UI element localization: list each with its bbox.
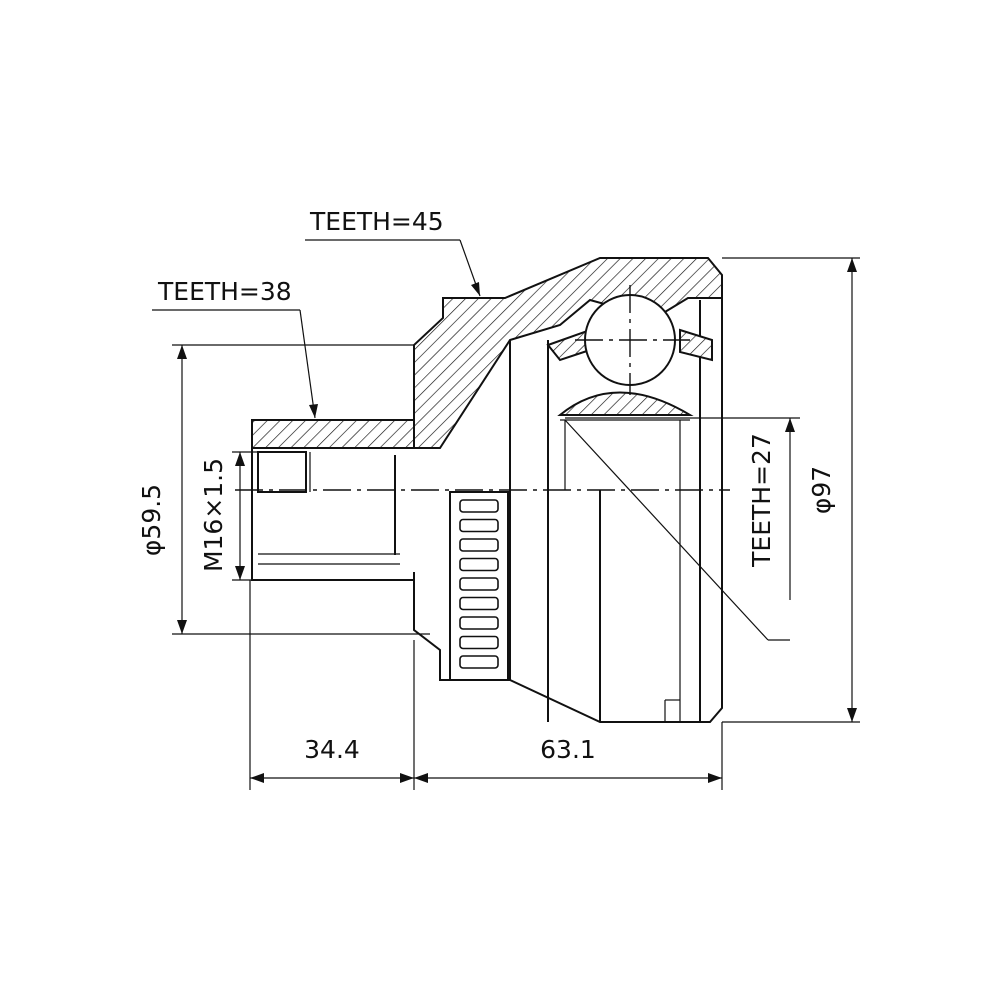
- teeth-inner-label: TEETH=27: [747, 433, 776, 568]
- dim-body-length-label: 63.1: [540, 735, 596, 764]
- abs-ring-slot: [459, 596, 499, 611]
- thread-section: [257, 451, 307, 493]
- dim-outer-diameter-label: φ97: [807, 466, 836, 514]
- cage-section: [557, 391, 694, 416]
- teeth27-leader: [564, 419, 769, 641]
- shaft-spline-section: [251, 419, 415, 449]
- dim-shaft-length-label: 34.4: [304, 735, 360, 764]
- abs-tone-ring: [449, 491, 509, 681]
- abs-ring-slot: [459, 518, 499, 533]
- abs-ring-slot: [459, 557, 499, 572]
- abs-ring-slot: [459, 616, 499, 630]
- abs-ring-slot: [459, 577, 499, 591]
- dim-shaft-diameter-label: φ59.5: [137, 484, 166, 556]
- teeth38-arrow: [309, 404, 318, 418]
- teeth27-arrow: [785, 418, 795, 432]
- abs-ring-slot: [459, 655, 499, 669]
- abs-ring-slot: [459, 635, 499, 650]
- teeth-outer-label: TEETH=45: [309, 207, 444, 236]
- thread-label: M16×1.5: [199, 458, 228, 572]
- abs-ring-slot: [459, 538, 499, 552]
- teeth45-arrow: [471, 282, 480, 296]
- dim-thread-arrows: [235, 452, 245, 580]
- teeth-shaft-label: TEETH=38: [157, 277, 292, 306]
- abs-ring-slot: [459, 499, 499, 513]
- cage-left: [546, 328, 591, 362]
- teeth38-leader: [299, 309, 316, 419]
- abs-ring-body: [449, 491, 509, 681]
- cage-right: [679, 328, 713, 362]
- inner-bore: [509, 300, 701, 722]
